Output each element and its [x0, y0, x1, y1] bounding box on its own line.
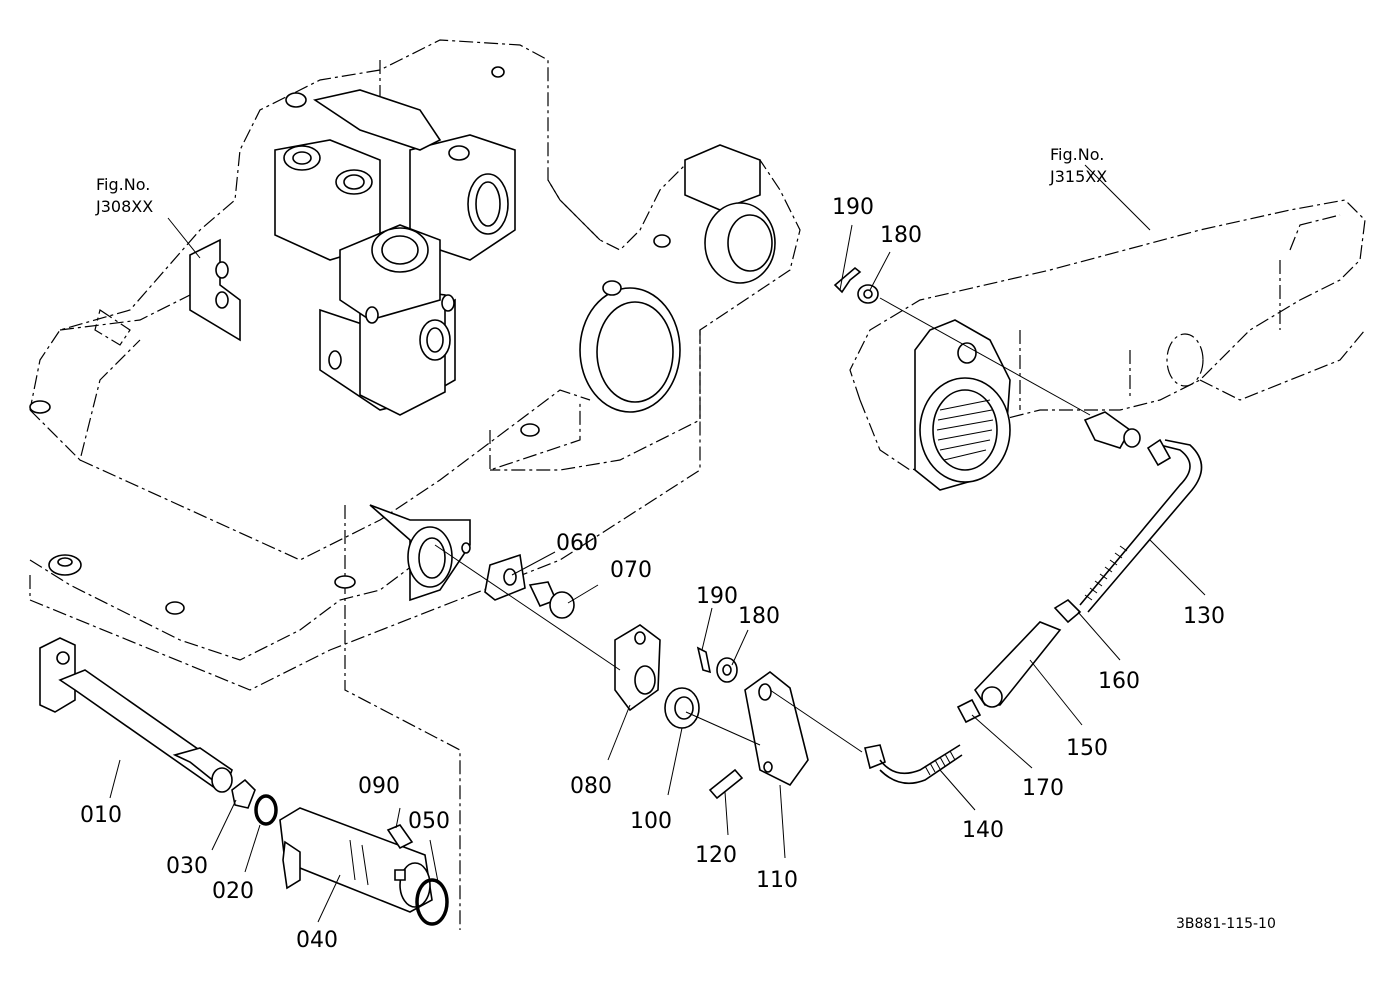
reference-label-right: Fig.No. J315XX	[1049, 145, 1107, 186]
hydraulic-housing-assembly	[29, 39, 801, 930]
callout-190-mid: 190	[696, 584, 738, 609]
reference-label-left: Fig.No. J308XX	[95, 175, 153, 216]
callout-090: 090	[358, 774, 400, 799]
callout-130: 130	[1183, 604, 1225, 629]
ref-left-line1: Fig.No.	[96, 175, 150, 194]
callout-060: 060	[556, 531, 598, 556]
ref-right-line2: J315XX	[1049, 167, 1107, 186]
callout-150: 150	[1066, 736, 1108, 761]
callout-050: 050	[408, 809, 450, 834]
callout-160: 160	[1098, 669, 1140, 694]
callout-110: 110	[756, 868, 798, 893]
linkage-parts	[109, 224, 1206, 923]
callout-010: 010	[80, 803, 122, 828]
callout-070: 070	[610, 558, 652, 583]
callout-040: 040	[296, 928, 338, 953]
ref-left-line2: J308XX	[95, 197, 153, 216]
callout-170: 170	[1022, 776, 1064, 801]
callout-140: 140	[962, 818, 1004, 843]
callout-190-top: 190	[832, 195, 874, 220]
callout-020: 020	[212, 879, 254, 904]
thread-130	[1084, 545, 1128, 601]
drawing-code: 3B881-115-10	[1176, 916, 1276, 932]
callout-030: 030	[166, 854, 208, 879]
spline-hatch	[936, 399, 994, 461]
callout-180-top: 180	[880, 223, 922, 248]
lift-arm-assembly	[849, 164, 1366, 491]
part-callouts: 010 020 030 040 050 060 070 080 090 100 …	[80, 195, 1225, 953]
callout-080: 080	[570, 774, 612, 799]
ref-right-line1: Fig.No.	[1050, 145, 1104, 164]
callout-100: 100	[630, 809, 672, 834]
callout-120: 120	[695, 843, 737, 868]
callout-180-mid: 180	[738, 604, 780, 629]
rockshaft-parts	[39, 637, 449, 926]
thread-140	[924, 750, 956, 776]
